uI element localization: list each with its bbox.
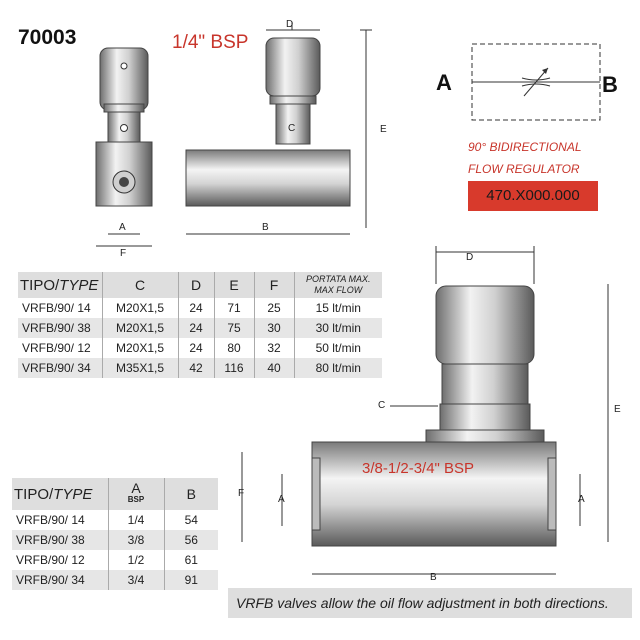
cell-flow: 80 lt/min (293, 358, 382, 378)
thread-size-large: 3/8-1/2-3/4" BSP (362, 460, 475, 477)
cell-flow: 50 lt/min (293, 338, 382, 358)
cell-f: 40 (253, 358, 294, 378)
cell-type: VRFB/90/ 34 (12, 570, 108, 590)
table-row: VRFB/90/ 14 1/4 54 (12, 510, 218, 530)
cell-f: 30 (253, 318, 294, 338)
cell-type: VRFB/90/ 12 (16, 553, 85, 567)
cell-d: 42 (177, 358, 214, 378)
cell-e: 75 (213, 318, 254, 338)
part-number-badge: 470.X000.000 (468, 181, 598, 211)
regulator-title: 90° BIDIRECTIONAL FLOW REGULATOR (468, 136, 582, 180)
cell-type: VRFB/90/ 38 (18, 318, 102, 338)
table-row: VRFB/90/ 12 M20X1,5 24 80 32 50 lt/min (18, 338, 382, 358)
table-row: VRFB/90/ 38 M20X1,5 24 75 30 30 lt/min (18, 318, 382, 338)
cell-b: 91 (163, 570, 218, 590)
large-valve-drawing (241, 246, 609, 575)
product-code: 70003 (18, 26, 77, 49)
dim-a-large-right: A (578, 494, 585, 505)
cell-f: 25 (253, 298, 294, 318)
dim-b-large: B (430, 572, 437, 583)
dim-b-small: B (262, 222, 269, 233)
cell-type: VRFB/90/ 14 (22, 301, 91, 315)
cell-e: 80 (213, 338, 254, 358)
header-type: TIPO/TYPE (18, 272, 102, 298)
cell-f: 32 (253, 338, 294, 358)
dim-d-large: D (466, 252, 474, 263)
footer-note: VRFB valves allow the oil flow adjustmen… (228, 588, 632, 618)
cell-c: M20X1,5 (101, 338, 178, 358)
cell-d: 24 (177, 338, 214, 358)
table-row: VRFB/90/ 12 1/2 61 (12, 550, 218, 570)
cell-b: 61 (163, 550, 218, 570)
cell-type: VRFB/90/ 34 (18, 358, 102, 378)
cell-flow: 30 lt/min (293, 318, 382, 338)
header-type: TIPO/TYPE (12, 478, 108, 510)
dim-d-small: D (286, 19, 294, 30)
cell-c: M35X1,5 (101, 358, 178, 378)
cell-b: 56 (163, 530, 218, 550)
dim-e-small: E (380, 124, 387, 135)
cell-type: VRFB/90/ 14 (16, 513, 85, 527)
dim-f-small: F (120, 248, 127, 259)
table-row: VRFB/90/ 34 M35X1,5 42 116 40 80 lt/min (18, 358, 382, 378)
cell-a: 3/4 (107, 570, 164, 590)
header-d: D (177, 272, 214, 298)
table-header-row: TIPO/TYPE C D E F PORTATA MAX.MAX FLOW (18, 272, 382, 298)
cell-type: VRFB/90/ 12 (22, 341, 91, 355)
header-c: C (101, 272, 178, 298)
dim-a-large-left: A (278, 494, 285, 505)
cell-c: M20X1,5 (101, 298, 178, 318)
dim-e-large: E (614, 404, 621, 415)
cell-e: 116 (213, 358, 254, 378)
cell-d: 24 (177, 298, 214, 318)
cell-a: 1/4 (107, 510, 164, 530)
dim-c-large: C (378, 400, 386, 411)
header-flow: PORTATA MAX.MAX FLOW (293, 272, 382, 298)
dim-f-large: F (238, 488, 245, 499)
table-row: VRFB/90/ 38 3/8 56 (12, 530, 218, 550)
dimensions-table: TIPO/TYPE C D E F PORTATA MAX.MAX FLOW V… (18, 272, 382, 378)
regulator-title-line2: FLOW REGULATOR (468, 162, 580, 176)
thread-size-small: 1/4" BSP (172, 32, 249, 53)
header-b: B (163, 478, 218, 510)
table-row: VRFB/90/ 14 M20X1,5 24 71 25 15 lt/min (18, 298, 382, 318)
port-a-label: A (436, 70, 452, 95)
regulator-title-line1: 90° BIDIRECTIONAL (468, 140, 582, 154)
cell-b: 54 (163, 510, 218, 530)
header-e: E (213, 272, 254, 298)
port-b-label: B (602, 72, 618, 97)
cell-flow: 15 lt/min (293, 298, 382, 318)
header-f: F (253, 272, 294, 298)
dim-c-small: C (288, 123, 296, 134)
flow-regulator-symbol (471, 43, 601, 121)
cell-type: VRFB/90/ 38 (12, 530, 108, 550)
cell-a: 3/8 (107, 530, 164, 550)
cell-a: 1/2 (107, 550, 164, 570)
side-view-small (185, 22, 372, 235)
cell-c: M20X1,5 (101, 318, 178, 338)
front-view-small (95, 47, 153, 247)
cell-e: 71 (213, 298, 254, 318)
dim-a-small: A (119, 222, 126, 233)
table-row: VRFB/90/ 34 3/4 91 (12, 570, 218, 590)
cell-d: 24 (177, 318, 214, 338)
